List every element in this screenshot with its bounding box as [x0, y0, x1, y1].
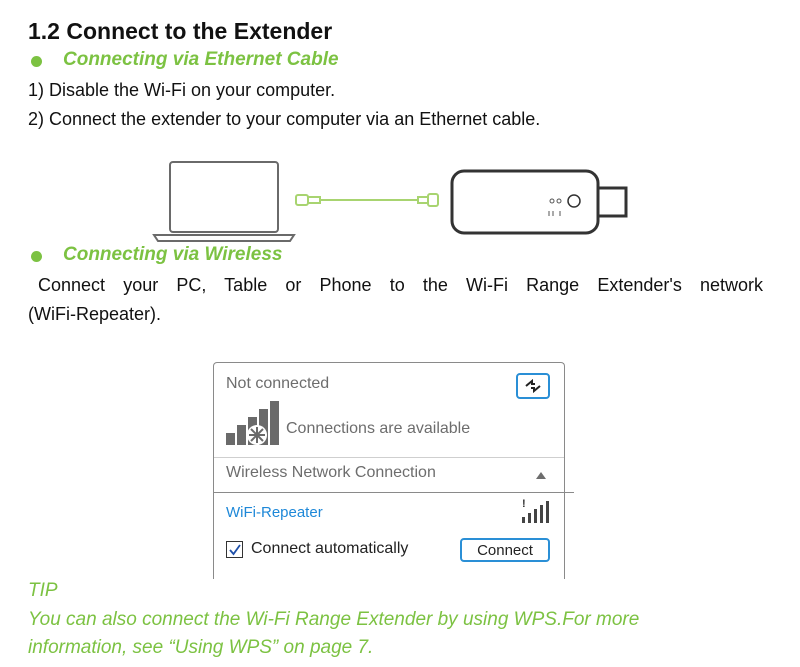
connect-automatically-label: Connect automatically	[251, 540, 409, 557]
refresh-icon	[525, 379, 541, 393]
svg-text:!: !	[522, 498, 526, 510]
wifi-signal-warning-icon: !	[522, 498, 549, 523]
wireless-network-section-header[interactable]: Wireless Network Connection	[226, 464, 436, 481]
connections-available-text: Connections are available	[286, 420, 471, 437]
collapse-arrow-icon[interactable]	[536, 471, 546, 479]
refresh-button[interactable]	[516, 373, 550, 399]
network-name[interactable]: WiFi-Repeater	[226, 504, 323, 521]
divider	[214, 457, 564, 458]
signal-bars-icon	[226, 401, 279, 445]
laptop-icon	[152, 161, 296, 242]
ethernet-connection-illustration	[152, 161, 628, 242]
bullet-icon	[31, 251, 42, 262]
ethernet-subheading: Connecting via Ethernet Cable	[63, 49, 339, 70]
wireless-instruction-line1: Connect your PC, Table or Phone to the W…	[38, 275, 763, 295]
divider	[214, 492, 574, 493]
tip-line-2: information, see “Using WPS” on page 7.	[28, 637, 374, 658]
tip-title: TIP	[28, 580, 58, 601]
tip-body: You can also connect the Wi-Fi Range Ext…	[28, 606, 788, 662]
wireless-instruction-line2: (WiFi-Repeater).	[28, 304, 162, 324]
step-2-text: 2) Connect the extender to your computer…	[28, 109, 541, 129]
ethernet-cable-icon	[295, 193, 439, 207]
wireless-network-panel: Not connected Connections are available …	[213, 362, 574, 579]
connect-automatically-checkbox[interactable]	[226, 541, 243, 558]
bullet-icon	[31, 56, 42, 67]
wireless-subheading: Connecting via Wireless	[63, 244, 283, 265]
step-1-text: 1) Disable the Wi-Fi on your computer.	[28, 80, 336, 100]
checkmark-icon	[228, 543, 241, 555]
connect-button[interactable]: Connect	[460, 538, 550, 562]
tip-line-1: You can also connect the Wi-Fi Range Ext…	[28, 609, 640, 630]
section-heading: 1.2 Connect to the Extender	[28, 18, 333, 44]
extender-device-icon	[450, 169, 628, 235]
connection-status: Not connected	[226, 375, 330, 392]
